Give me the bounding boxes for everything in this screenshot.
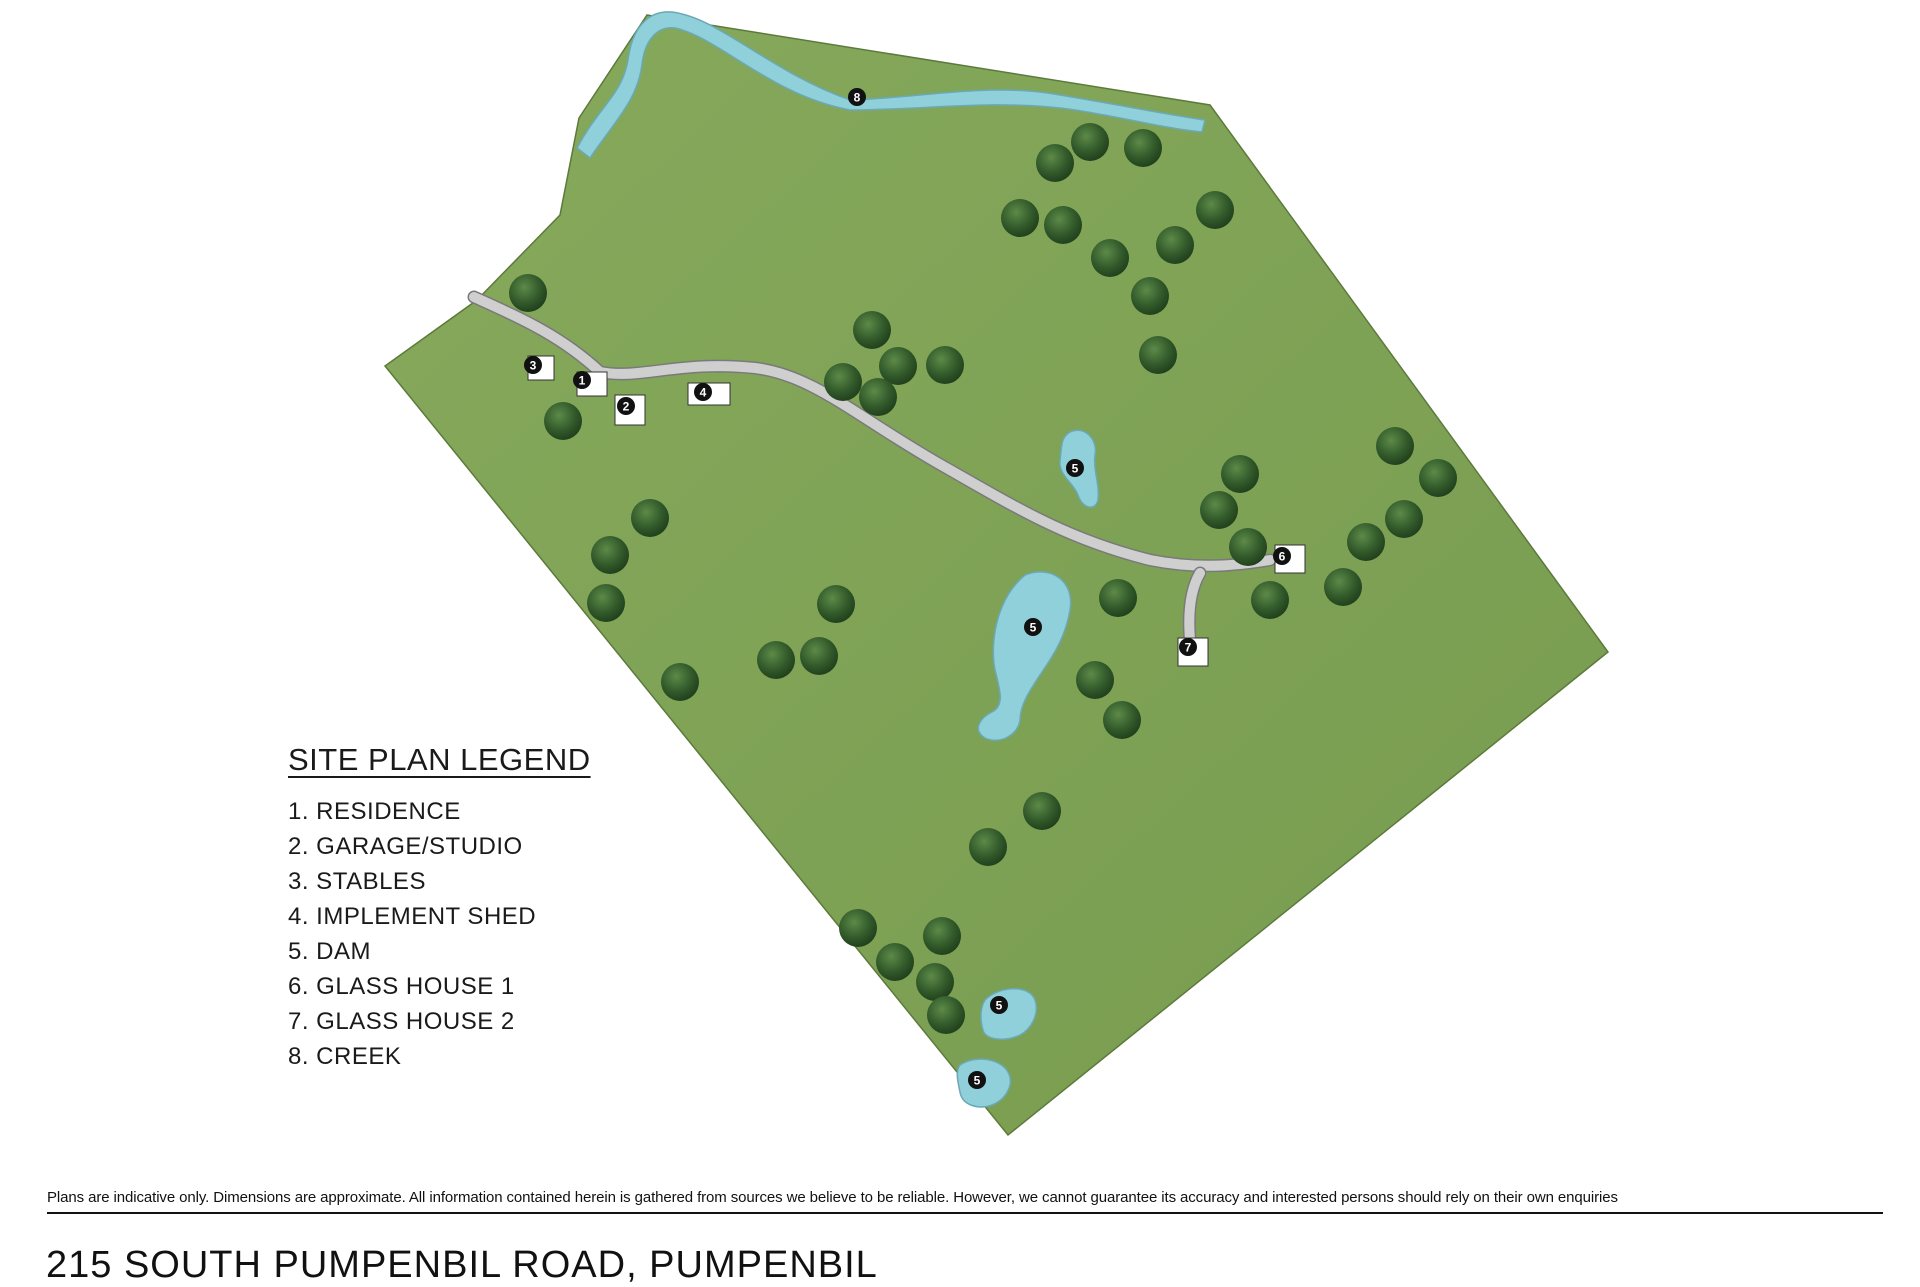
marker-5-bottom-1: 5 bbox=[990, 996, 1008, 1014]
tree bbox=[587, 584, 625, 622]
tree bbox=[800, 637, 838, 675]
tree bbox=[1229, 528, 1267, 566]
site-plan-legend: SITE PLAN LEGEND 1. RESIDENCE 2. GARAGE/… bbox=[288, 742, 591, 1074]
tree bbox=[859, 378, 897, 416]
tree bbox=[1036, 144, 1074, 182]
tree bbox=[1044, 206, 1082, 244]
tree bbox=[927, 996, 965, 1034]
legend-item: 2. GARAGE/STUDIO bbox=[288, 833, 523, 860]
tree bbox=[544, 402, 582, 440]
marker-1-label: 1 bbox=[579, 374, 586, 388]
creek bbox=[576, 11, 1206, 160]
tree bbox=[824, 363, 862, 401]
marker-2: 2 bbox=[617, 397, 635, 415]
tree bbox=[923, 917, 961, 955]
marker-6: 6 bbox=[1273, 547, 1291, 565]
marker-1: 1 bbox=[573, 371, 591, 389]
marker-5-bottom-2-label: 5 bbox=[974, 1074, 981, 1088]
trees bbox=[509, 123, 1457, 1034]
tree bbox=[1419, 459, 1457, 497]
tree bbox=[1131, 277, 1169, 315]
tree bbox=[1103, 701, 1141, 739]
marker-5-large: 5 bbox=[1024, 618, 1042, 636]
marker-8: 8 bbox=[848, 88, 866, 106]
marker-8-label: 8 bbox=[854, 91, 861, 105]
marker-5-bottom-1-label: 5 bbox=[996, 999, 1003, 1013]
legend-item: 1. RESIDENCE bbox=[288, 798, 461, 825]
legend-item: 8. CREEK bbox=[288, 1043, 402, 1070]
tree bbox=[879, 347, 917, 385]
tree bbox=[969, 828, 1007, 866]
tree bbox=[1124, 129, 1162, 167]
marker-3-label: 3 bbox=[530, 359, 537, 373]
tree bbox=[817, 585, 855, 623]
tree bbox=[1347, 523, 1385, 561]
tree bbox=[1076, 661, 1114, 699]
tree bbox=[1221, 455, 1259, 493]
disclaimer-text: Plans are indicative only. Dimensions ar… bbox=[47, 1189, 1618, 1206]
marker-3: 3 bbox=[524, 356, 542, 374]
tree bbox=[1091, 239, 1129, 277]
legend-item: 6. GLASS HOUSE 1 bbox=[288, 973, 515, 1000]
tree bbox=[591, 536, 629, 574]
legend-item: 4. IMPLEMENT SHED bbox=[288, 903, 537, 930]
marker-2-label: 2 bbox=[623, 400, 630, 414]
legend-item: 5. DAM bbox=[288, 938, 372, 965]
tree bbox=[1251, 581, 1289, 619]
tree bbox=[1385, 500, 1423, 538]
legend-title: SITE PLAN LEGEND bbox=[288, 742, 591, 777]
footer-divider bbox=[47, 1212, 1883, 1214]
legend-list: 1. RESIDENCE 2. GARAGE/STUDIO 3. STABLES… bbox=[288, 794, 591, 1074]
marker-5-large-label: 5 bbox=[1030, 621, 1037, 635]
tree bbox=[1139, 336, 1177, 374]
tree bbox=[631, 499, 669, 537]
tree bbox=[1324, 568, 1362, 606]
marker-5-top-label: 5 bbox=[1072, 462, 1079, 476]
marker-4: 4 bbox=[694, 383, 712, 401]
property-address: 215 SOUTH PUMPENBIL ROAD, PUMPENBIL bbox=[46, 1244, 878, 1286]
marker-4-label: 4 bbox=[700, 386, 707, 400]
tree bbox=[1023, 792, 1061, 830]
dam-large bbox=[977, 571, 1072, 741]
legend-item: 3. STABLES bbox=[288, 868, 426, 895]
tree bbox=[916, 963, 954, 1001]
tree bbox=[1001, 199, 1039, 237]
tree bbox=[1071, 123, 1109, 161]
tree bbox=[1099, 579, 1137, 617]
marker-5-top: 5 bbox=[1066, 459, 1084, 477]
map-markers: 3 1 2 4 5 5 6 7 8 5 5 bbox=[524, 88, 1291, 1089]
tree bbox=[839, 909, 877, 947]
tree bbox=[876, 943, 914, 981]
tree bbox=[853, 311, 891, 349]
tree bbox=[1376, 427, 1414, 465]
tree bbox=[661, 663, 699, 701]
legend-item: 7. GLASS HOUSE 2 bbox=[288, 1008, 515, 1035]
tree bbox=[757, 641, 795, 679]
driveway bbox=[467, 290, 1277, 647]
tree bbox=[1196, 191, 1234, 229]
property-parcel bbox=[383, 14, 1610, 1137]
marker-7-label: 7 bbox=[1185, 641, 1192, 655]
tree bbox=[1200, 491, 1238, 529]
tree bbox=[1156, 226, 1194, 264]
marker-6-label: 6 bbox=[1279, 550, 1286, 564]
marker-5-bottom-2: 5 bbox=[968, 1071, 986, 1089]
marker-7: 7 bbox=[1179, 638, 1197, 656]
tree bbox=[509, 274, 547, 312]
tree bbox=[926, 346, 964, 384]
